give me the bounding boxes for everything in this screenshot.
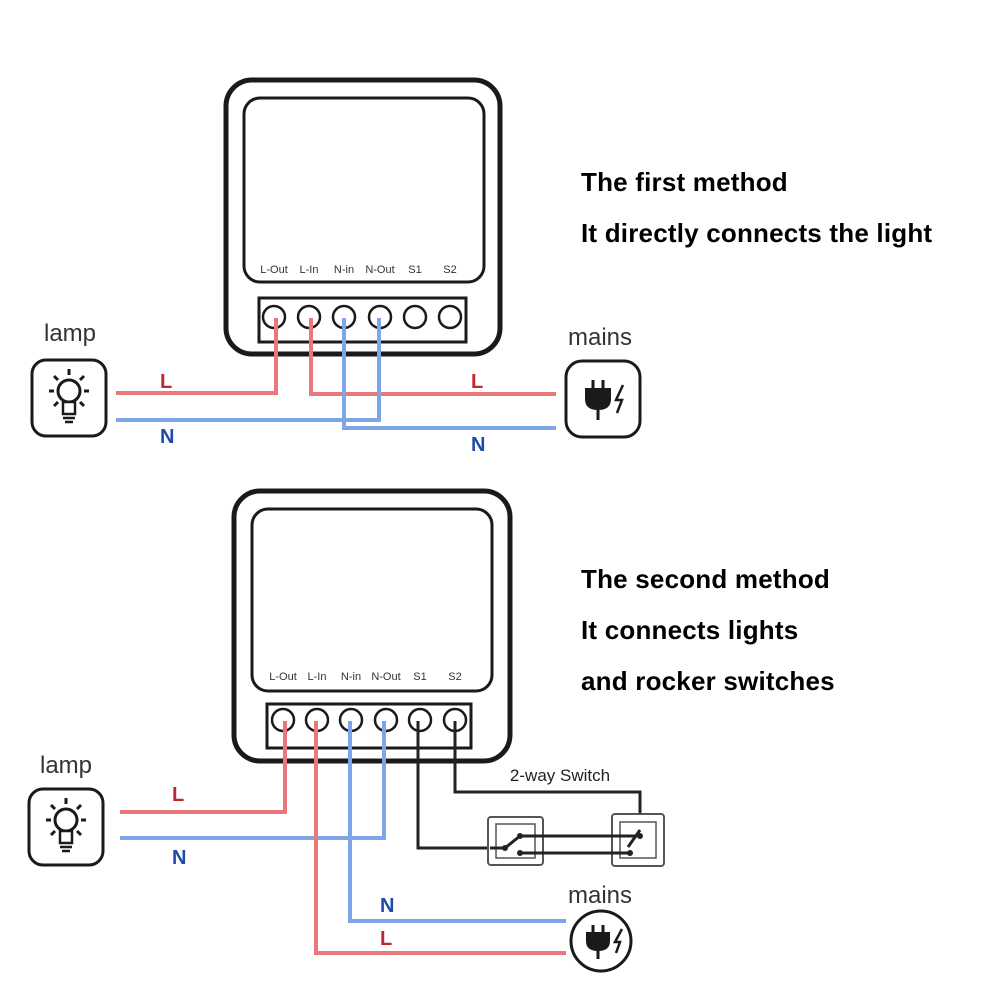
method2-description-line1: It connects lights: [581, 615, 799, 645]
wire-mains-live-2: [314, 721, 566, 955]
wire-label-mains-l: L: [380, 928, 392, 950]
method1-title: The first method: [581, 167, 788, 197]
wire-label-mains-l: L: [471, 371, 483, 393]
terminal-label-l-out: L-Out: [260, 264, 288, 276]
switch-traveler-wires: [490, 829, 643, 856]
wire-label-mains-n: N: [380, 895, 394, 917]
method2-description-line2: and rocker switches: [581, 666, 835, 696]
lamp-bulb-icon: [27, 787, 105, 867]
method1-description: It directly connects the light: [581, 218, 933, 248]
terminal-label-n-in: N-in: [334, 264, 354, 276]
wire-lamp-neutral-1: [116, 318, 381, 422]
mains-label-1: mains: [568, 324, 632, 351]
lamp-label-2: lamp: [40, 752, 92, 779]
two-way-switch-label: 2-way Switch: [510, 766, 610, 785]
terminal-label-n-out: N-Out: [371, 671, 400, 683]
screw-s1: [407, 707, 433, 733]
terminal-label-s1: S1: [408, 264, 421, 276]
terminal-screws-1: [261, 304, 463, 330]
wire-label-lamp-n: N: [160, 426, 174, 448]
wire-label-lamp-l: L: [172, 784, 184, 806]
screw-s1: [402, 304, 428, 330]
terminal-label-s1: S1: [413, 671, 426, 683]
terminal-label-l-in: L-In: [308, 671, 327, 683]
method2-title: The second method: [581, 564, 830, 594]
terminal-label-l-in: L-In: [300, 264, 319, 276]
terminal-label-n-out: N-Out: [365, 264, 394, 276]
mains-label-2: mains: [568, 882, 632, 909]
wire-lamp-neutral-2: [120, 721, 386, 840]
method2-diagram: L-Out L-In N-in N-Out S1 S2 L N N L 2-wa…: [27, 488, 665, 973]
wire-mains-neutral-1: [342, 318, 556, 430]
terminal-label-n-in: N-in: [341, 671, 361, 683]
terminal-block-2: [265, 702, 473, 750]
wire-label-mains-n: N: [471, 434, 485, 456]
terminal-label-s2: S2: [448, 671, 461, 683]
wire-s2-to-switch: [453, 721, 642, 830]
wire-s1-to-switch: [416, 721, 490, 850]
terminal-label-s2: S2: [443, 264, 456, 276]
method1-diagram: L-Out L-In N-in N-Out S1 S2 L N L N lamp: [30, 77, 642, 456]
wire-lamp-live-2: [120, 721, 287, 814]
wire-mains-live-1: [309, 318, 556, 396]
module-2-front-panel: [250, 507, 494, 693]
lamp-label-1: lamp: [44, 320, 96, 347]
wire-label-lamp-l: L: [160, 371, 172, 393]
wire-mains-neutral-2: [348, 721, 566, 923]
screw-s2: [437, 304, 463, 330]
module-1-front-panel: [242, 96, 486, 284]
wire-lamp-live-1: [116, 318, 278, 395]
mains-plug-icon: [569, 909, 633, 973]
lamp-bulb-icon: [30, 358, 108, 438]
terminal-screws-2: [270, 707, 468, 733]
wire-label-lamp-n: N: [172, 847, 186, 869]
terminal-label-l-out: L-Out: [269, 671, 297, 683]
terminal-block-1: [257, 296, 468, 344]
mains-plug-icon: [564, 359, 642, 439]
